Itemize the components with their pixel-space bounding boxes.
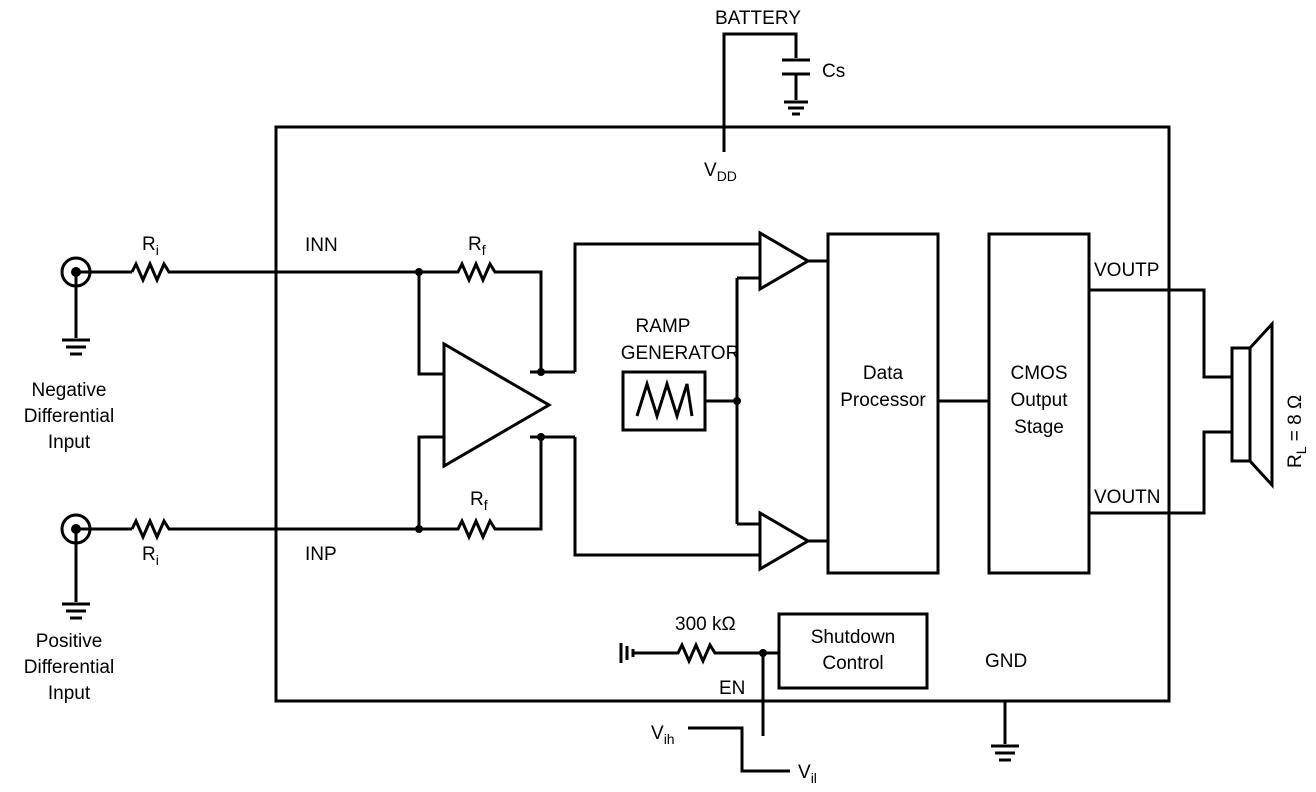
comparator-top — [758, 230, 811, 292]
load-resistance-label: RL = 8 Ω — [1285, 395, 1309, 468]
speaker-icon — [1230, 320, 1274, 489]
svg-text:Ri: Ri — [142, 544, 159, 568]
gnd-label: GND — [985, 651, 1027, 672]
vih-label: Vih — [651, 723, 675, 747]
cs-label: Cs — [822, 61, 845, 82]
battery-label: BATTERY — [715, 8, 801, 29]
battery-supply: BATTERY Cs VDD — [704, 8, 845, 184]
svg-text:Rf: Rf — [468, 234, 486, 258]
ground-symbol: GND — [985, 651, 1027, 762]
svg-text:Ri: Ri — [142, 234, 159, 258]
vil-label: Vil — [798, 762, 817, 786]
resistor-300k-label: 300 kΩ — [675, 614, 736, 635]
svg-text:Rf: Rf — [470, 489, 488, 513]
comparator-bottom — [758, 510, 811, 572]
input-resistor-pos: Ri — [130, 517, 418, 568]
inp-label: INP — [305, 544, 337, 565]
differential-amplifier: Rf Rf — [415, 234, 575, 541]
voutp-label: VOUTP — [1094, 260, 1159, 281]
inn-label: INN — [305, 235, 338, 256]
voutn-label: VOUTN — [1094, 487, 1161, 508]
input-resistor-neg: Ri — [130, 234, 418, 284]
en-label: EN — [719, 678, 745, 699]
vdd-label: VDD — [704, 160, 737, 184]
